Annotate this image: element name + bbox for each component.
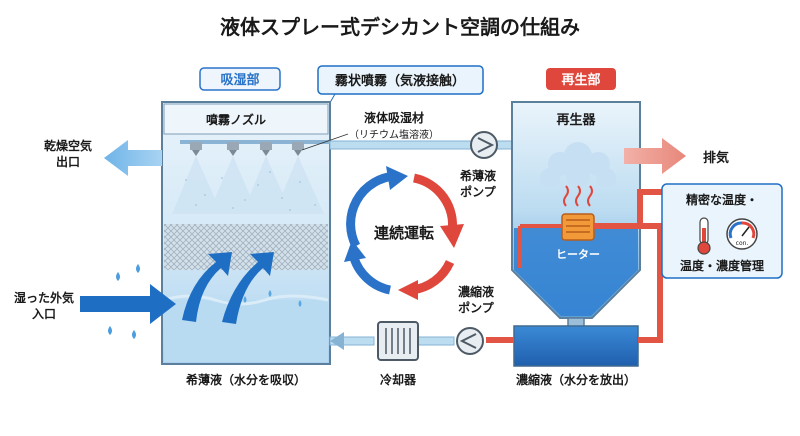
regenerator-badge: 再生部 bbox=[546, 68, 616, 90]
concentrated-pump-icon bbox=[456, 327, 484, 355]
heat-waves bbox=[563, 185, 593, 207]
airflow-arrows bbox=[182, 252, 274, 324]
mist-droplets bbox=[185, 171, 316, 211]
dry-air-label-1: 乾燥空気 bbox=[44, 138, 92, 153]
dilute-pump-icon bbox=[470, 131, 498, 159]
absorber-badge-label: 吸湿部 bbox=[220, 72, 259, 88]
spray-mist-callout: 霧状噴霧（気液接触） bbox=[317, 65, 484, 121]
dilute-pump-label-1: 希薄液 bbox=[459, 168, 496, 183]
concentrated-pump-label-1: 濃縮液 bbox=[458, 284, 494, 299]
absorbent-label-1: 液体吸湿材 bbox=[364, 110, 424, 125]
continuous-cycle-arrows bbox=[344, 166, 464, 300]
spray-nozzle-icon bbox=[292, 142, 304, 156]
concentration-gauge-icon: con. bbox=[726, 218, 758, 250]
humid-air-label-2: 入口 bbox=[32, 307, 56, 321]
dilute-pump-label-2: ポンプ bbox=[460, 184, 497, 199]
cooler-label: 冷却器 bbox=[380, 372, 417, 387]
cycle-label: 連続運転 bbox=[374, 224, 434, 242]
spray-mist-label: 霧状噴霧（気液接触） bbox=[334, 73, 465, 89]
concentrated-tank bbox=[513, 325, 639, 367]
absorber-bottom-label: 希薄液（水分を吸収） bbox=[185, 372, 306, 387]
regenerator-badge-label: 再生部 bbox=[561, 72, 600, 88]
concentrated-pump-label-2: ポンプ bbox=[458, 300, 495, 315]
humid-droplets bbox=[108, 264, 140, 339]
hot-pipe bbox=[518, 189, 672, 343]
heater-label: ヒーター bbox=[556, 248, 600, 261]
gauge-text: con. bbox=[736, 240, 749, 247]
spray-nozzle-icon bbox=[190, 142, 202, 156]
packing-media bbox=[164, 224, 328, 270]
control-callout: 精密な温度・ con. 温度・濃度管理 bbox=[661, 183, 783, 279]
nozzle-label: 噴霧ノズル bbox=[206, 112, 266, 127]
control-label-1: 精密な温度・ bbox=[686, 192, 758, 207]
regenerator-title: 再生器 bbox=[556, 112, 596, 128]
exhaust-arrow bbox=[624, 138, 686, 174]
exhaust-label: 排気 bbox=[703, 150, 729, 166]
return-pipe bbox=[329, 332, 514, 350]
absorber-badge: 吸湿部 bbox=[199, 67, 281, 91]
spray-nozzle-icon bbox=[260, 142, 272, 156]
cooler-icon bbox=[377, 321, 419, 361]
page-title: 液体スプレー式デシカント空調の仕組み bbox=[220, 15, 580, 39]
heater-icon bbox=[561, 213, 595, 241]
dry-air-label-2: 出口 bbox=[56, 154, 80, 169]
control-label-2: 温度・濃度管理 bbox=[680, 258, 764, 273]
spray-nozzle-icon bbox=[227, 142, 239, 156]
thermometer-icon bbox=[697, 217, 711, 255]
regenerator-bottom-label: 濃縮液（水分を放出） bbox=[516, 372, 636, 387]
humid-air-inlet-arrow bbox=[80, 284, 176, 324]
spray-nozzles bbox=[190, 142, 304, 156]
steam-cloud bbox=[540, 142, 616, 188]
absorber-tower: 噴霧ノズル bbox=[161, 101, 331, 365]
humid-air-label-1: 湿った外気 bbox=[14, 290, 74, 305]
absorbent-label-2: （リチウム塩溶液） bbox=[349, 128, 439, 141]
dry-air-outlet-arrow bbox=[104, 140, 162, 176]
regenerator-vessel: 再生器 ヒーター bbox=[511, 101, 641, 341]
